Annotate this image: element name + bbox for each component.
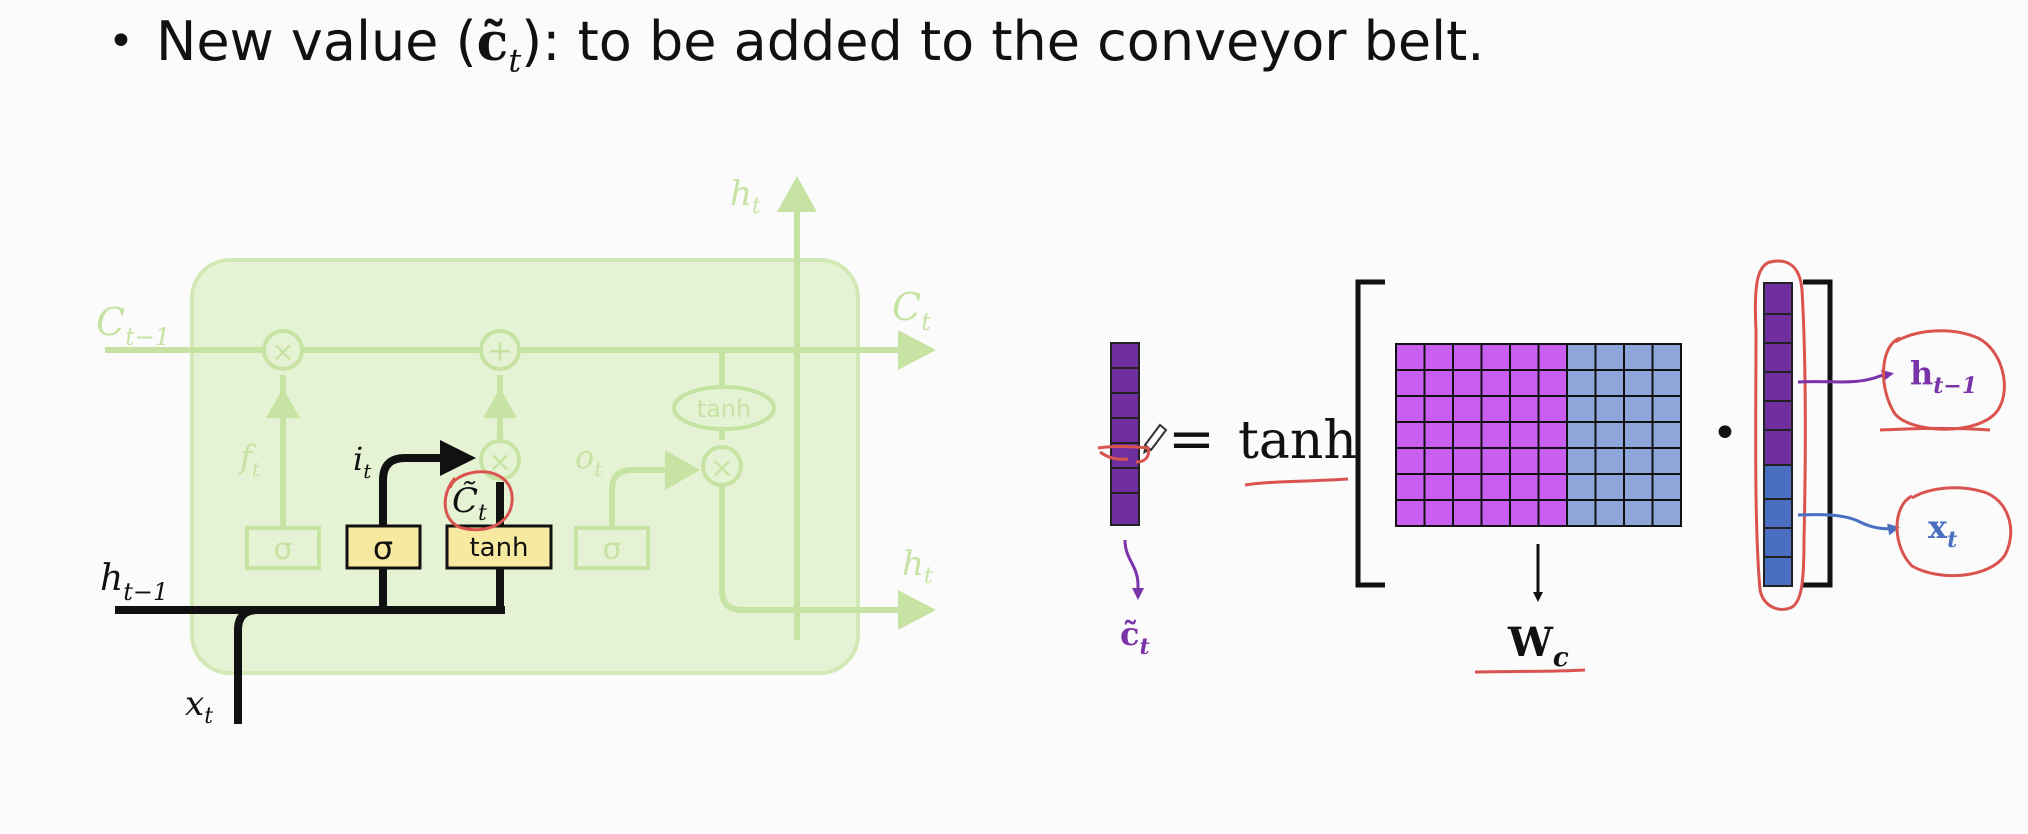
tanh-out-ellipse (672, 385, 776, 431)
label-c-next: Ct (892, 285, 931, 336)
tanh-label: tanh (1238, 411, 1357, 471)
label-h-prev: ht−1 (100, 558, 168, 606)
concat-vector (1763, 282, 1793, 587)
cell-state-arrowhead (898, 330, 936, 370)
output-gate-arrowhead (665, 450, 700, 490)
input-gate-arrowhead (440, 440, 476, 476)
bullet-symbol: c̃ (476, 12, 509, 73)
mult-forget-symbol: × (271, 335, 294, 368)
concat-h-part (1763, 282, 1793, 466)
c-tilde-down-arrow (1123, 539, 1144, 600)
weight-matrix (1395, 343, 1682, 527)
bullet-suffix: ): to be added to the conveyor belt. (521, 10, 1485, 73)
mult-output-op (701, 445, 743, 487)
label-h-top: ht (730, 174, 761, 219)
add-op (479, 329, 521, 371)
lstm-cell-diagram: × + × tanh × σ σ Ct−1 Ct ht ht ft ot (96, 174, 936, 729)
label-i-gate: it (353, 440, 372, 483)
x-in-line (234, 606, 259, 724)
tanh-c-box (445, 524, 553, 570)
sigma-input-box (345, 524, 422, 570)
bullet-subscript: t (508, 41, 522, 80)
h-out-arrowhead (898, 590, 936, 630)
add-symbol: + (487, 334, 512, 369)
x-in-label: xt (1928, 508, 1957, 553)
weight-matrix-h-part (1395, 343, 1568, 527)
x-in-arrow (1797, 513, 1900, 536)
c-tilde-vector (1110, 342, 1140, 526)
open-bracket (1355, 279, 1385, 588)
mult-forget-op (262, 329, 304, 371)
tanh-out-label: tanh (697, 395, 752, 423)
label-x-in: xt (185, 684, 213, 729)
lstm-cell-box (190, 258, 860, 675)
slide-bullet: • New value (c̃t): to be added to the con… (108, 10, 1484, 79)
label-h-out: ht (902, 544, 933, 589)
x-in-annotation (1895, 486, 2013, 578)
label-c-prev: Ct−1 (96, 300, 170, 351)
c-tilde-label: c̃t (1120, 615, 1150, 660)
h-top-arrowhead (777, 176, 817, 212)
h-out-line (719, 460, 900, 613)
bullet-text: New value ( (155, 10, 477, 73)
sigma-output-box (574, 526, 650, 570)
sigma-output-label: σ (602, 532, 621, 567)
bullet-dot: • (108, 16, 134, 67)
pencil-icon (1143, 423, 1168, 454)
bullet-math: c̃t (476, 12, 522, 79)
c-tilde-annotation (443, 470, 514, 532)
h-prev-label: ht−1 (1910, 354, 1977, 399)
input-gate-arrow (379, 454, 440, 528)
label-c-tilde: C̃t (452, 481, 487, 526)
sigma-input-label: σ (373, 529, 393, 567)
sigma-forget-box (245, 526, 321, 570)
red-annotation-mark (1097, 445, 1150, 464)
label-o-gate: ot (575, 438, 603, 481)
weight-underline (1474, 668, 1586, 674)
close-bracket (1803, 279, 1833, 588)
forget-arrowhead (266, 388, 300, 418)
dot-operator: • (1712, 408, 1738, 459)
h-prev-arrow (1797, 369, 1894, 384)
weight-label: Wc (1507, 619, 1569, 673)
equation-diagram: c̃t = tanh (1097, 259, 2013, 674)
concat-x-part (1763, 464, 1793, 587)
sigma-forget-label: σ (273, 532, 292, 567)
h-prev-annotation (1879, 329, 2006, 432)
equals-sign: = (1168, 407, 1215, 472)
mult-input-op (479, 439, 521, 481)
concat-annotation (1753, 259, 1807, 611)
mult-output-symbol: × (710, 451, 733, 484)
input-up-arrowhead (483, 388, 517, 418)
tanh-c-label: tanh (469, 533, 528, 563)
weight-matrix-x-part (1566, 343, 1682, 527)
tanh-underline (1244, 477, 1349, 487)
output-gate-line (609, 467, 675, 530)
mult-input-symbol: × (488, 445, 511, 478)
